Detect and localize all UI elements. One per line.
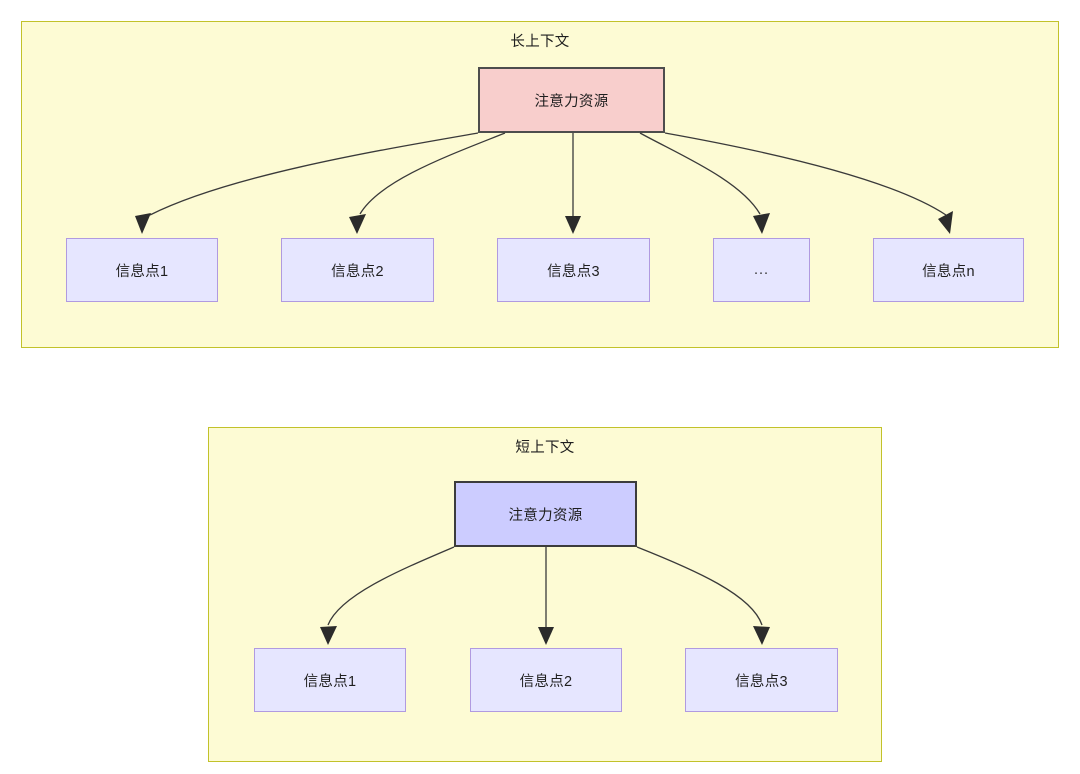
long-context-info-node-3[interactable]: 信息点3 (497, 238, 650, 302)
long-context-info-node-2[interactable]: 信息点2 (281, 238, 434, 302)
short-context-info-node-3[interactable]: 信息点3 (685, 648, 838, 712)
long-context-info-node-n[interactable]: 信息点n (873, 238, 1024, 302)
short-context-info-node-1[interactable]: 信息点1 (254, 648, 406, 712)
short-context-title: 短上下文 (515, 440, 575, 456)
short-context-attention-node[interactable]: 注意力资源 (454, 481, 637, 547)
long-context-info-node-ellipsis[interactable]: ... (713, 238, 810, 302)
short-context-info-node-2[interactable]: 信息点2 (470, 648, 622, 712)
long-context-attention-node[interactable]: 注意力资源 (478, 67, 665, 133)
long-context-title: 长上下文 (510, 34, 570, 50)
long-context-info-node-1[interactable]: 信息点1 (66, 238, 218, 302)
